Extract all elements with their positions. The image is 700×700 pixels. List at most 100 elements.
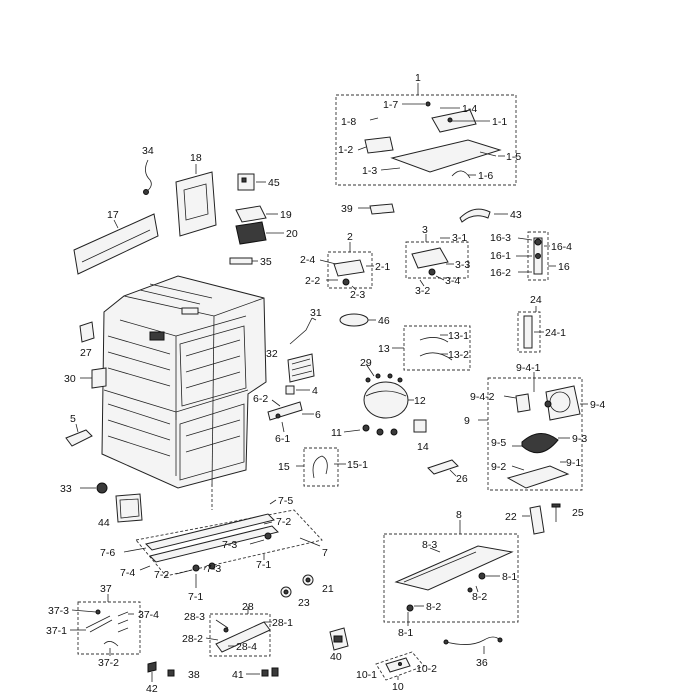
label-13: 13 bbox=[378, 343, 390, 355]
label-14: 14 bbox=[417, 441, 429, 453]
label-28-4: 28-4 bbox=[236, 641, 257, 653]
part-38-clip bbox=[167, 669, 175, 677]
part-39-clip bbox=[358, 203, 395, 215]
label-7-1: 7-1 bbox=[188, 591, 203, 603]
part-25-screw bbox=[551, 503, 561, 522]
label-37-2: 37-2 bbox=[98, 657, 119, 669]
part-33-cap bbox=[80, 482, 108, 494]
assembly-13-harness bbox=[392, 325, 471, 371]
label-30: 30 bbox=[64, 373, 76, 385]
label-1: 1 bbox=[415, 72, 421, 84]
label-9-2: 9-2 bbox=[491, 461, 506, 473]
part-21-roller bbox=[302, 574, 314, 586]
label-43: 43 bbox=[510, 209, 522, 221]
label-39: 39 bbox=[341, 203, 353, 215]
assembly-1-top-cover bbox=[335, 83, 517, 186]
part-43-handle bbox=[459, 208, 508, 223]
assembly-28-rail bbox=[205, 606, 272, 657]
label-10-2: 10-2 bbox=[416, 663, 437, 675]
part-14-relay bbox=[413, 419, 427, 433]
label-25: 25 bbox=[572, 507, 584, 519]
label-7-3: 7-3 bbox=[206, 563, 221, 575]
label-9-4-1: 9-4-1 bbox=[516, 362, 541, 374]
label-45: 45 bbox=[268, 177, 280, 189]
label-1-5: 1-5 bbox=[506, 151, 521, 163]
part-19-pcb bbox=[235, 205, 278, 223]
label-8-2: 8-2 bbox=[472, 591, 487, 603]
part-27-clip bbox=[79, 321, 95, 343]
label-41: 41 bbox=[232, 669, 244, 681]
label-2-4: 2-4 bbox=[300, 254, 315, 266]
label-12: 12 bbox=[414, 395, 426, 407]
cabinet-body bbox=[101, 275, 267, 489]
label-37: 37 bbox=[100, 583, 112, 595]
label-42: 42 bbox=[146, 683, 158, 695]
label-29: 29 bbox=[360, 357, 372, 369]
label-40: 40 bbox=[330, 651, 342, 663]
label-22: 22 bbox=[505, 511, 517, 523]
label-6: 6 bbox=[315, 409, 321, 421]
label-1-1: 1-1 bbox=[492, 116, 507, 128]
assembly-10-cover bbox=[375, 651, 425, 681]
part-32-grille bbox=[287, 353, 315, 383]
label-9-3: 9-3 bbox=[572, 433, 587, 445]
part-31-wire bbox=[289, 317, 317, 345]
label-35: 35 bbox=[260, 256, 272, 268]
part-42-clip bbox=[147, 661, 157, 682]
label-19: 19 bbox=[280, 209, 292, 221]
part-12-compressor bbox=[343, 363, 414, 436]
label-15: 15 bbox=[278, 461, 290, 473]
assembly-8-base bbox=[383, 520, 519, 626]
label-7-1: 7-1 bbox=[256, 559, 271, 571]
label-1-3: 1-3 bbox=[362, 165, 377, 177]
label-28: 28 bbox=[242, 601, 254, 613]
label-18: 18 bbox=[190, 152, 202, 164]
label-17: 17 bbox=[107, 209, 119, 221]
label-5: 5 bbox=[70, 413, 76, 425]
assembly-16-sensor bbox=[516, 231, 556, 281]
part-26-bracket bbox=[427, 459, 459, 477]
label-8: 8 bbox=[456, 509, 462, 521]
label-24: 24 bbox=[530, 294, 542, 306]
assembly-7-rail bbox=[123, 484, 323, 588]
label-3-3: 3-3 bbox=[455, 259, 470, 271]
label-33: 33 bbox=[60, 483, 72, 495]
label-16-1: 16-1 bbox=[490, 250, 511, 262]
label-4: 4 bbox=[312, 385, 318, 397]
label-8-2: 8-2 bbox=[426, 601, 441, 613]
part-23-roller bbox=[280, 586, 292, 598]
label-28-2: 28-2 bbox=[182, 633, 203, 645]
label-21: 21 bbox=[322, 583, 334, 595]
label-2-1: 2-1 bbox=[375, 261, 390, 273]
label-23: 23 bbox=[298, 597, 310, 609]
label-27: 27 bbox=[80, 347, 92, 359]
label-3-1: 3-1 bbox=[452, 232, 467, 244]
part-45-bracket bbox=[237, 173, 266, 191]
label-8-1: 8-1 bbox=[502, 571, 517, 583]
callout-labels: 1 1-7 1-4 1-8 1-1 1-2 1-5 1-3 1-6 34 18 … bbox=[46, 72, 605, 695]
part-44-filter bbox=[115, 493, 143, 523]
label-7: 7 bbox=[322, 547, 328, 559]
label-7-2: 7-2 bbox=[154, 569, 169, 581]
label-16-4: 16-4 bbox=[551, 241, 572, 253]
part-18-cover-panel bbox=[175, 164, 217, 237]
part-46-motor bbox=[339, 313, 376, 327]
part-24-heater bbox=[517, 306, 544, 353]
label-46: 46 bbox=[378, 315, 390, 327]
label-32: 32 bbox=[266, 348, 278, 360]
part-22-filter bbox=[522, 505, 545, 535]
part-34-wire bbox=[143, 159, 152, 195]
label-1-6: 1-6 bbox=[478, 170, 493, 182]
label-7-2: 7-2 bbox=[276, 516, 291, 528]
label-8-1: 8-1 bbox=[398, 627, 413, 639]
label-3-2: 3-2 bbox=[415, 285, 430, 297]
label-1-8: 1-8 bbox=[341, 116, 356, 128]
label-1-7: 1-7 bbox=[383, 99, 398, 111]
label-34: 34 bbox=[142, 145, 154, 157]
label-37-3: 37-3 bbox=[48, 605, 69, 617]
label-3: 3 bbox=[422, 224, 428, 236]
label-13-2: 13-2 bbox=[448, 349, 469, 361]
label-7-6: 7-6 bbox=[100, 547, 115, 559]
label-16: 16 bbox=[558, 261, 570, 273]
label-9-1: 9-1 bbox=[566, 457, 581, 469]
